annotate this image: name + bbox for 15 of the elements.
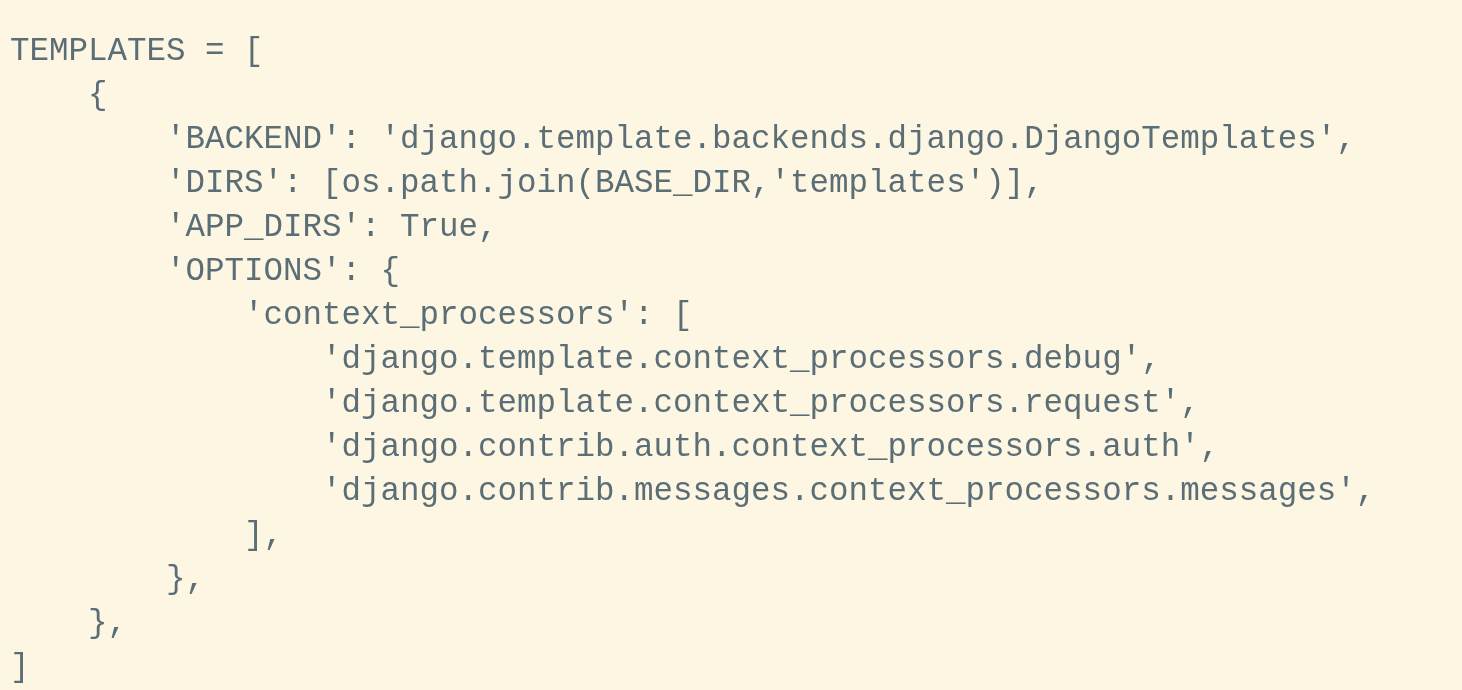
code-line: 'django.template.context_processors.request', <box>322 384 1200 424</box>
code-line: TEMPLATES = [ <box>10 32 264 72</box>
code-line: ] <box>10 648 30 688</box>
code-line: 'django.contrib.auth.context_processors.auth', <box>322 428 1220 468</box>
code-line: }, <box>166 560 205 600</box>
code-line: 'BACKEND': 'django.template.backends.django.DjangoTemplates', <box>166 120 1356 160</box>
code-line: 'django.template.context_processors.debug', <box>322 340 1161 380</box>
code-line: ], <box>244 516 283 556</box>
code-line: 'OPTIONS': { <box>166 252 401 292</box>
code-line: { <box>88 76 108 116</box>
code-line: 'DIRS': [os.path.join(BASE_DIR,'templates')], <box>166 164 1044 204</box>
code-line: 'django.contrib.messages.context_processors.messages', <box>322 472 1376 512</box>
code-line: }, <box>88 604 127 644</box>
code-line: 'APP_DIRS': True, <box>166 208 498 248</box>
code-line: 'context_processors': [ <box>244 296 693 336</box>
